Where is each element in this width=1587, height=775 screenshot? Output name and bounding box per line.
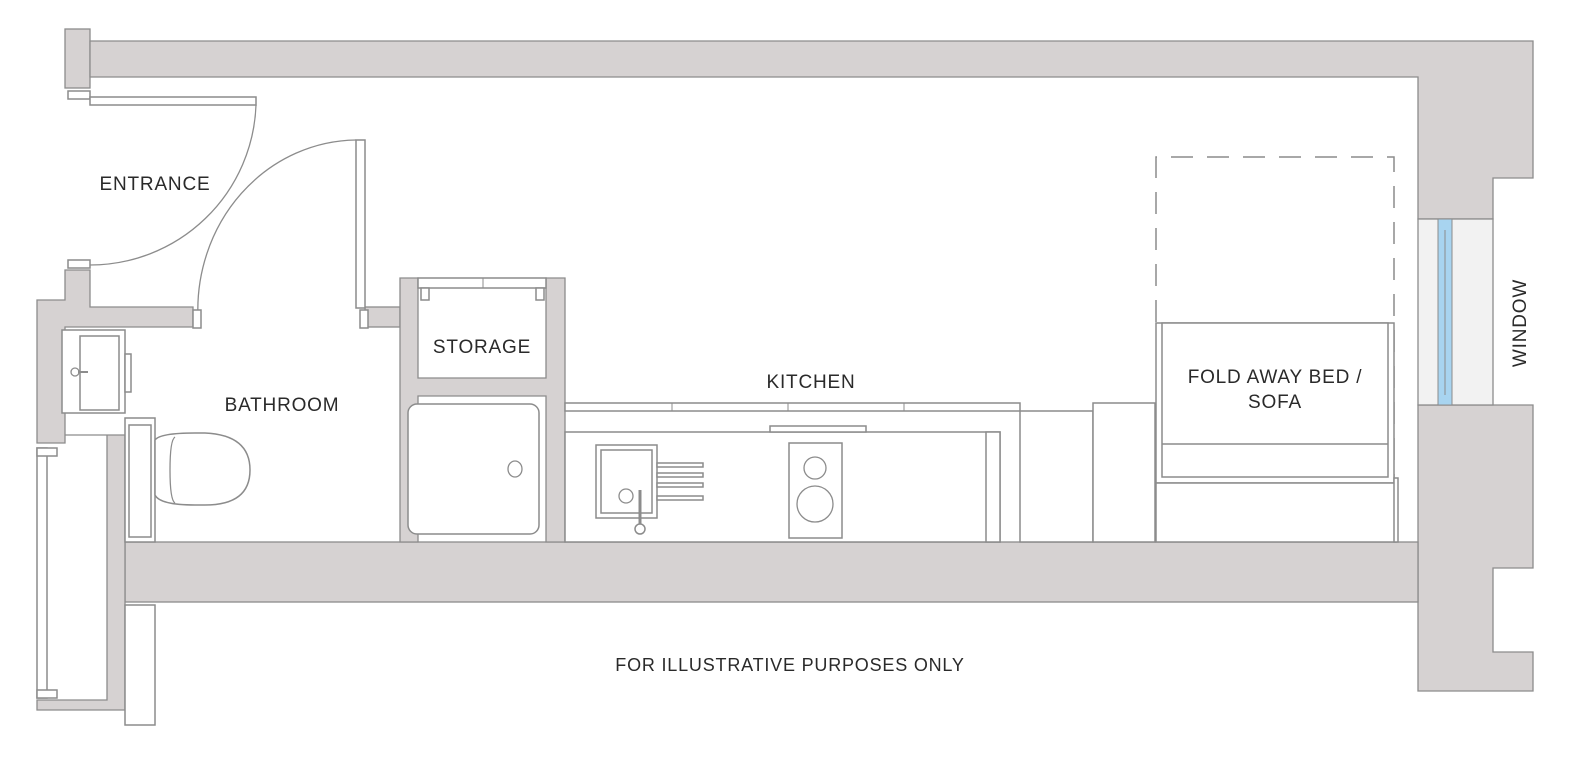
washbasin	[61, 329, 132, 414]
room-label-kitchen: KITCHEN	[767, 372, 856, 393]
storage-doors[interactable]	[417, 277, 547, 301]
room-label-entrance: ENTRANCE	[100, 174, 211, 195]
room-label-bed-line1: FOLD AWAY BED /	[1188, 367, 1363, 388]
kitchen-sink	[595, 444, 704, 535]
shower-tray	[407, 403, 540, 535]
entrance-door[interactable]	[89, 96, 257, 266]
disclaimer-text: FOR ILLUSTRATIVE PURPOSES ONLY	[615, 655, 964, 675]
toilet	[124, 417, 251, 543]
hob	[788, 442, 843, 539]
fold-away-bed[interactable]	[1155, 156, 1399, 543]
window-label: WINDOW	[1510, 279, 1531, 367]
room-label-storage: STORAGE	[433, 337, 531, 358]
bathroom-door[interactable]	[192, 139, 369, 329]
room-label-bed-line2: SOFA	[1248, 392, 1302, 413]
window	[1417, 218, 1494, 406]
left-side-fixtures	[36, 90, 156, 726]
room-label-bathroom: BATHROOM	[225, 395, 340, 416]
